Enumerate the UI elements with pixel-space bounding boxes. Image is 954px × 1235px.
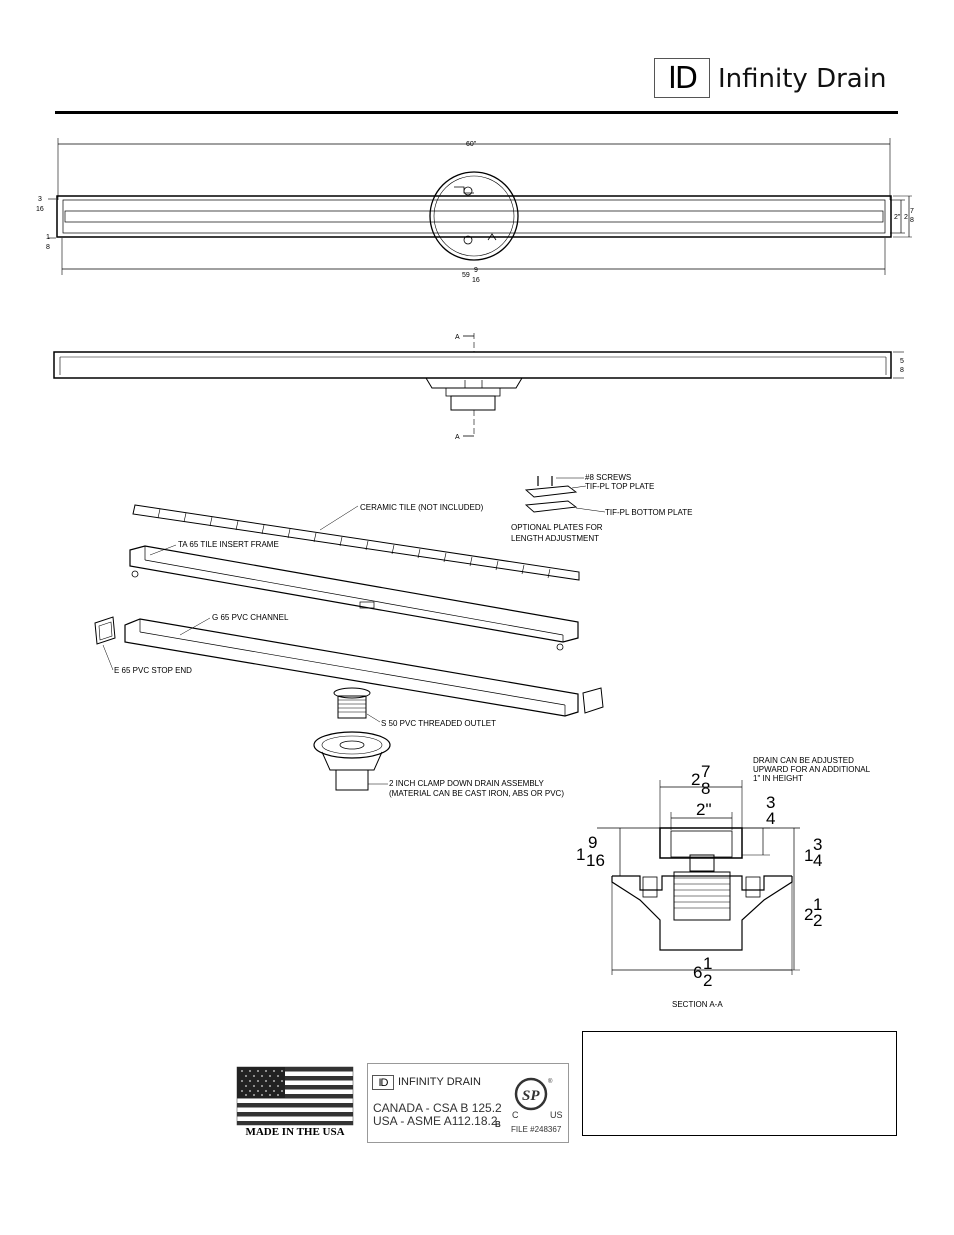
dim-right-outer-den: 8 [910, 217, 914, 224]
dim-left-top-num: 3 [38, 196, 42, 203]
label-optional-line1: OPTIONAL PLATES FOR [511, 523, 603, 532]
header-rule [55, 111, 898, 114]
dim-right-outer-whole: 2 [904, 214, 908, 221]
certification-badge [367, 1063, 569, 1143]
side-view [53, 333, 904, 437]
label-stop-end: E 65 PVC STOP END [114, 666, 192, 675]
dim-right-mid-num: 3 [813, 835, 822, 854]
cert-brand-name: INFINITY DRAIN [398, 1076, 481, 1088]
dim-top-outer-den: 8 [701, 779, 710, 798]
cert-logo-mark: ID [372, 1075, 394, 1090]
label-insert-frame: TA 65 TILE INSERT FRAME [178, 540, 279, 549]
dim-bottom-den: 2 [703, 971, 712, 990]
section-view [597, 780, 800, 975]
label-clamp-line1: 2 INCH CLAMP DOWN DRAIN ASSEMBLY [389, 779, 545, 788]
dim-inner-length-whole: 59 [462, 272, 470, 279]
dim-bottom-num: 1 [703, 954, 712, 973]
info-box [582, 1031, 897, 1136]
label-clamp-line2: (MATERIAL CAN BE CAST IRON, ABS OR PVC) [389, 789, 564, 798]
dim-left-den: 16 [586, 851, 605, 870]
brand-name: Infinity Drain [718, 64, 887, 94]
section-marker-bottom: A [455, 434, 460, 441]
csa-reg-text: ® [548, 1078, 553, 1085]
logo-mark: ID [654, 58, 710, 98]
section-caption: SECTION A-A [672, 1000, 723, 1009]
label-optional-line2: LENGTH ADJUSTMENT [511, 534, 599, 543]
dim-right-top-num: 3 [766, 793, 775, 812]
dim-side-den: 8 [900, 367, 904, 374]
exploded-view [94, 476, 606, 791]
top-view [48, 138, 912, 275]
dim-left-num: 9 [588, 833, 597, 852]
dim-overall-length: 60" [466, 141, 477, 148]
dim-inner-length-num: 9 [474, 267, 478, 274]
dim-top-outer-whole: 2 [691, 770, 700, 789]
csa-us-text: US [550, 1110, 563, 1120]
dim-right-bottom-whole: 2 [804, 905, 813, 924]
dim-side-num: 5 [900, 358, 904, 365]
label-ceramic-tile: CERAMIC TILE (NOT INCLUDED) [360, 503, 484, 512]
dim-left-bottom-den: 8 [46, 244, 50, 251]
section-note-line1: DRAIN CAN BE ADJUSTED [753, 756, 854, 765]
label-top-plate: TIF-PL TOP PLATE [585, 482, 654, 491]
cert-usa-standard: USA - ASME A112.18.2 [373, 1114, 498, 1128]
dim-right-outer-num: 7 [910, 208, 914, 215]
dim-top-inner: 2" [696, 800, 712, 819]
dim-left-bottom-num: 1 [46, 234, 50, 241]
label-screws: #8 SCREWS [585, 473, 631, 482]
dim-right-mid-whole: 1 [804, 846, 813, 865]
dim-right-mid-den: 4 [813, 851, 822, 870]
section-note-line2: UPWARD FOR AN ADDITIONAL [753, 765, 871, 774]
csa-c-text: C [512, 1110, 519, 1120]
csa-mark-text: SP [522, 1088, 540, 1104]
label-outlet: S 50 PVC THREADED OUTLET [381, 719, 496, 728]
section-marker-top: A [455, 334, 460, 341]
dim-left-top-den: 16 [36, 206, 44, 213]
cert-file-number: FILE #248367 [511, 1125, 562, 1134]
cert-canada-standard: CANADA - CSA B 125.2 [373, 1101, 502, 1115]
dim-inner-length-den: 16 [472, 277, 480, 284]
dim-left-whole: 1 [576, 845, 585, 864]
dim-right-top-den: 4 [766, 809, 775, 828]
us-flag-icon [236, 1066, 354, 1126]
dim-top-outer-num: 7 [701, 762, 710, 781]
dim-right-inner: 2" [894, 214, 901, 221]
dim-right-bottom-num: 1 [813, 895, 822, 914]
section-note-line3: 1" IN HEIGHT [753, 774, 803, 783]
made-in-usa-label: MADE IN THE USA [245, 1126, 345, 1138]
label-channel: G 65 PVC CHANNEL [212, 613, 289, 622]
dim-bottom-whole: 6 [693, 963, 702, 982]
label-bottom-plate: TIF-PL BOTTOM PLATE [605, 508, 692, 517]
cert-b-mark: B [495, 1120, 501, 1129]
csa-seal-icon: SP ® C US [512, 1077, 563, 1120]
dim-right-bottom-den: 2 [813, 911, 822, 930]
